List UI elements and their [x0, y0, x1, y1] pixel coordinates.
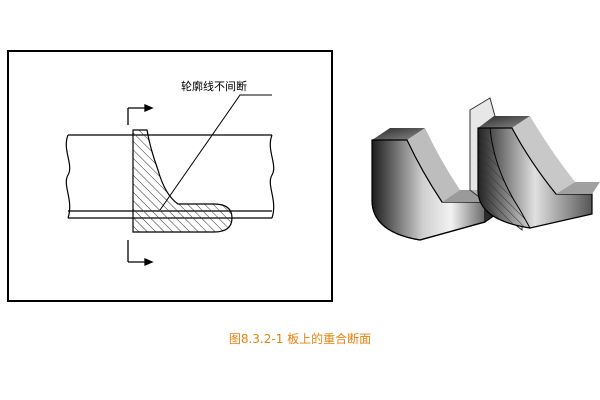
cutting-plane-bottom: [127, 240, 154, 266]
figure-caption: 图8.3.2-1 板上的重合断面: [229, 331, 371, 346]
callout-leader: [159, 94, 272, 211]
angle-block-solid: [371, 128, 503, 241]
angle-block-sectioned: [477, 116, 600, 229]
callout-label: 轮廓线不间断: [181, 79, 247, 93]
superimposed-section: [132, 129, 233, 233]
cutting-plane-top: [127, 104, 154, 125]
drawing-frame: [7, 50, 333, 302]
